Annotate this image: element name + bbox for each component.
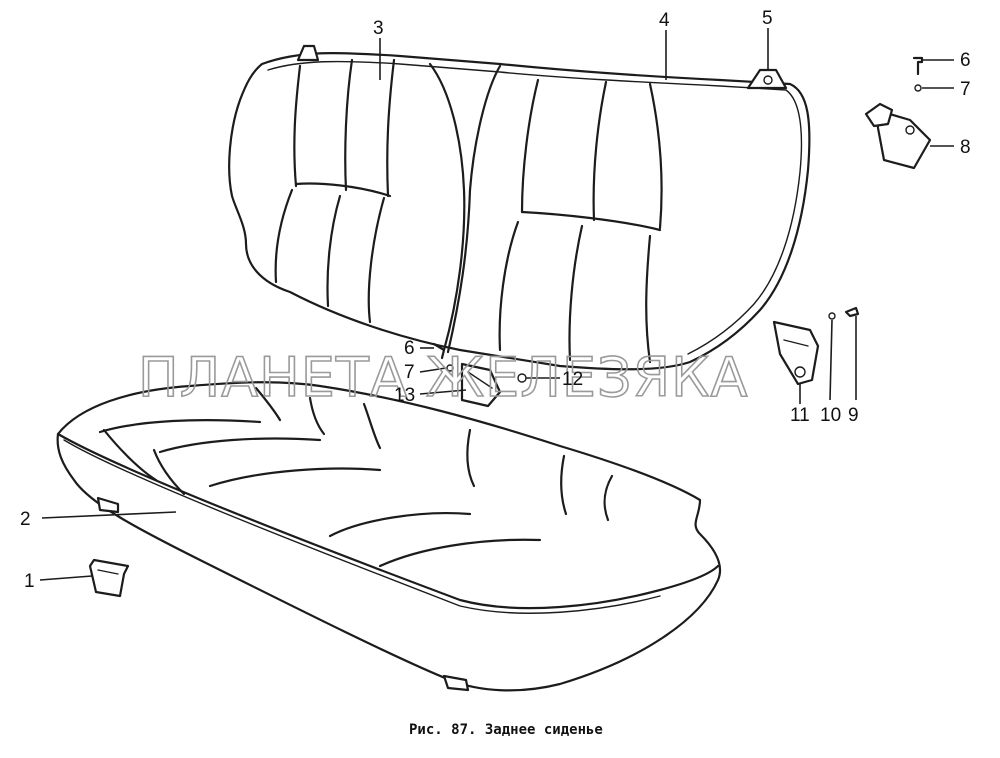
- leader-lines: [39, 28, 954, 581]
- callout-3: 3: [373, 18, 384, 39]
- part-12-13-hinge: [432, 342, 527, 408]
- callout-13: 13: [394, 385, 415, 406]
- seat-back: [228, 44, 811, 371]
- callout-6-top: 6: [960, 50, 971, 71]
- callout-6-mid: 6: [404, 338, 415, 359]
- callout-12: 12: [562, 369, 583, 390]
- part-1-clip: [88, 558, 130, 598]
- callout-11: 11: [790, 405, 810, 426]
- callout-1: 1: [24, 571, 35, 592]
- part-8-bracket: [864, 102, 932, 170]
- callout-7-top: 7: [960, 79, 971, 100]
- callout-4: 4: [659, 10, 670, 31]
- seat-cushion: [56, 381, 722, 692]
- callout-2: 2: [20, 509, 31, 530]
- part-11-bracket: [772, 306, 860, 386]
- callout-8: 8: [960, 137, 971, 158]
- callout-9: 9: [848, 405, 859, 426]
- callout-5: 5: [762, 8, 773, 29]
- callout-10: 10: [820, 405, 841, 426]
- part-6-7-hardware-top: [912, 56, 924, 92]
- figure-caption: Рис. 87. Заднее сиденье: [409, 722, 603, 738]
- callout-7-mid: 7: [404, 362, 415, 383]
- callouts: 1 2 3 4 5 6 7 8 6 7 13 12 11 10 9: [20, 8, 971, 592]
- watermark: ПЛАНЕТА ЖЕЛЕЗЯКА: [138, 346, 748, 409]
